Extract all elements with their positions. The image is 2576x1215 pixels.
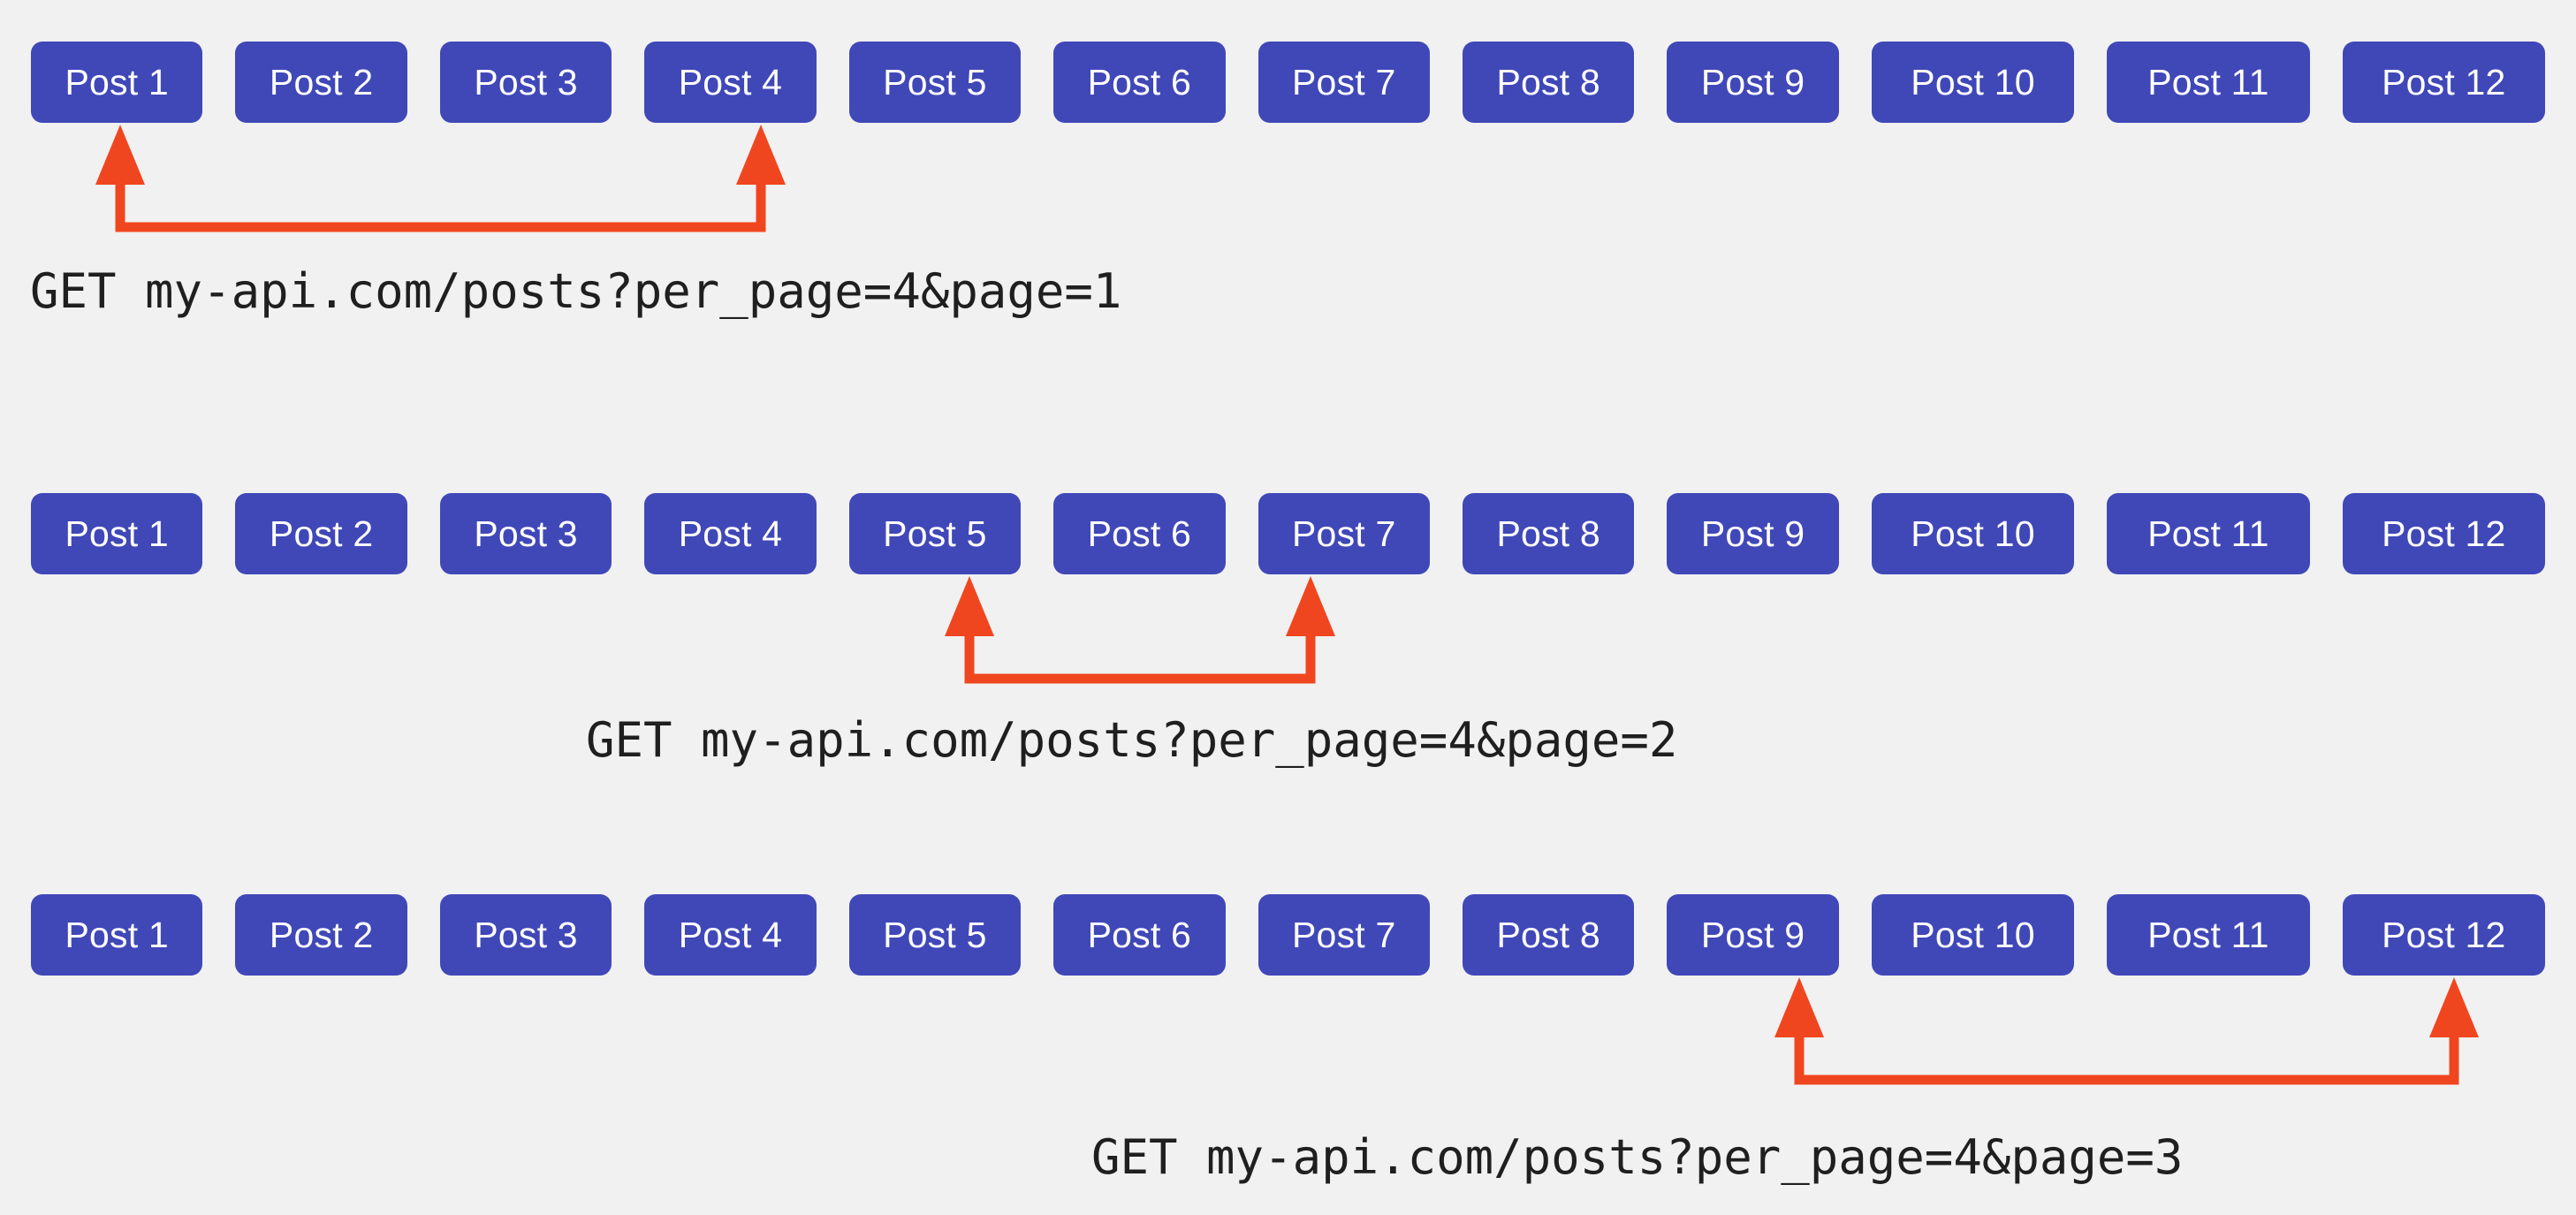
post-chip[interactable]: Post 3 [439,493,612,574]
post-chip[interactable]: Post 4 [644,894,817,976]
selection-bracket-page-2 [884,574,1432,689]
post-chip[interactable]: Post 12 [2342,42,2546,123]
request-label-page-2: GET my-api.com/posts?per_page=4&page=2 [586,712,1678,768]
post-chip[interactable]: Post 4 [644,493,817,574]
post-chip[interactable]: Post 12 [2342,493,2546,574]
post-chip[interactable]: Post 3 [439,42,612,123]
request-label-page-3: GET my-api.com/posts?per_page=4&page=3 [1091,1129,2184,1185]
post-chip[interactable]: Post 9 [1667,493,1839,574]
request-label-page-1: GET my-api.com/posts?per_page=4&page=1 [30,263,1122,319]
post-chip[interactable]: Post 7 [1258,493,1430,574]
post-chip[interactable]: Post 5 [848,42,1022,123]
post-chip[interactable]: Post 3 [439,894,612,976]
post-chip[interactable]: Post 6 [1053,493,1226,574]
post-chip[interactable]: Post 1 [31,493,203,574]
post-chip[interactable]: Post 9 [1667,894,1839,976]
post-row-page-3: Post 1 Post 2 Post 3 Post 4 Post 5 Post … [0,894,2576,976]
post-chip[interactable]: Post 8 [1462,493,1635,574]
selection-bracket-page-1 [0,123,840,238]
post-chip[interactable]: Post 2 [235,42,407,123]
post-chip[interactable]: Post 5 [848,493,1022,574]
post-chip[interactable]: Post 4 [644,42,817,123]
selection-bracket-page-3 [1750,976,2527,1090]
post-chip[interactable]: Post 7 [1258,42,1430,123]
post-chip[interactable]: Post 8 [1462,894,1635,976]
post-chip[interactable]: Post 1 [31,42,203,123]
post-chip[interactable]: Post 1 [31,894,203,976]
post-chip[interactable]: Post 8 [1462,42,1635,123]
post-chip[interactable]: Post 5 [848,894,1022,976]
post-chip[interactable]: Post 9 [1667,42,1839,123]
post-chip[interactable]: Post 11 [2107,42,2310,123]
post-chip[interactable]: Post 10 [1871,42,2075,123]
post-chip[interactable]: Post 10 [1871,493,2075,574]
post-chip[interactable]: Post 11 [2107,894,2310,976]
post-chip[interactable]: Post 11 [2107,493,2310,574]
post-chip[interactable]: Post 2 [235,894,407,976]
post-row-page-1: Post 1 Post 2 Post 3 Post 4 Post 5 Post … [0,42,2576,123]
post-row-page-2: Post 1 Post 2 Post 3 Post 4 Post 5 Post … [0,493,2576,574]
post-chip[interactable]: Post 10 [1871,894,2075,976]
post-chip[interactable]: Post 6 [1053,42,1226,123]
post-chip[interactable]: Post 6 [1053,894,1226,976]
post-chip[interactable]: Post 12 [2342,894,2546,976]
post-chip[interactable]: Post 7 [1258,894,1430,976]
post-chip[interactable]: Post 2 [235,493,407,574]
